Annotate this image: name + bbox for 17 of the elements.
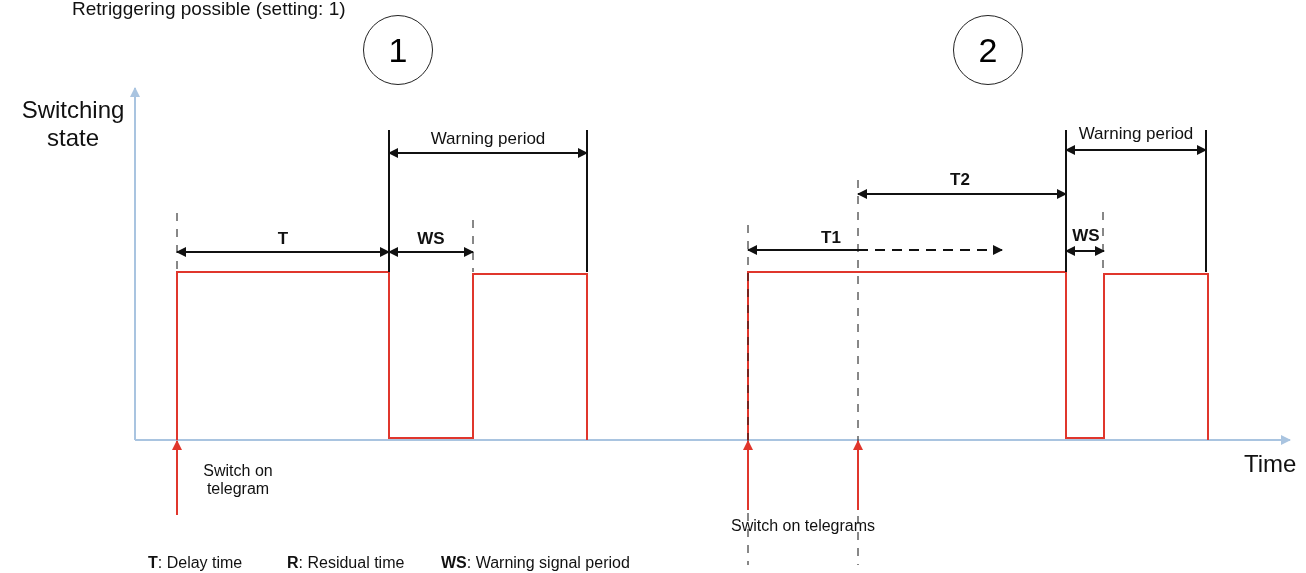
axis-label: Time bbox=[1244, 450, 1297, 478]
trigger-label: Switch on telegrams bbox=[730, 517, 876, 536]
step-number-circle: 1 bbox=[363, 15, 433, 85]
dimension-label: T bbox=[277, 229, 289, 249]
trigger-label: Switch on telegram bbox=[202, 462, 274, 499]
dimension-label: WS bbox=[1072, 226, 1100, 246]
dimension-label: T2 bbox=[950, 170, 970, 190]
legend-text: WS: Warning signal period bbox=[441, 554, 630, 573]
dimension-label: T1 bbox=[821, 228, 841, 248]
axis-label: Switching state bbox=[20, 96, 126, 152]
dimension-label: Warning period bbox=[1078, 124, 1194, 144]
legend-text: T: Delay time bbox=[148, 554, 243, 573]
legend-text: R: Residual time bbox=[287, 554, 405, 573]
dimension-label: WS bbox=[417, 229, 445, 249]
heading: Retriggering possible (setting: 1) bbox=[72, 0, 346, 20]
step-number-circle: 2 bbox=[953, 15, 1023, 85]
dimension-label: Warning period bbox=[430, 129, 546, 149]
